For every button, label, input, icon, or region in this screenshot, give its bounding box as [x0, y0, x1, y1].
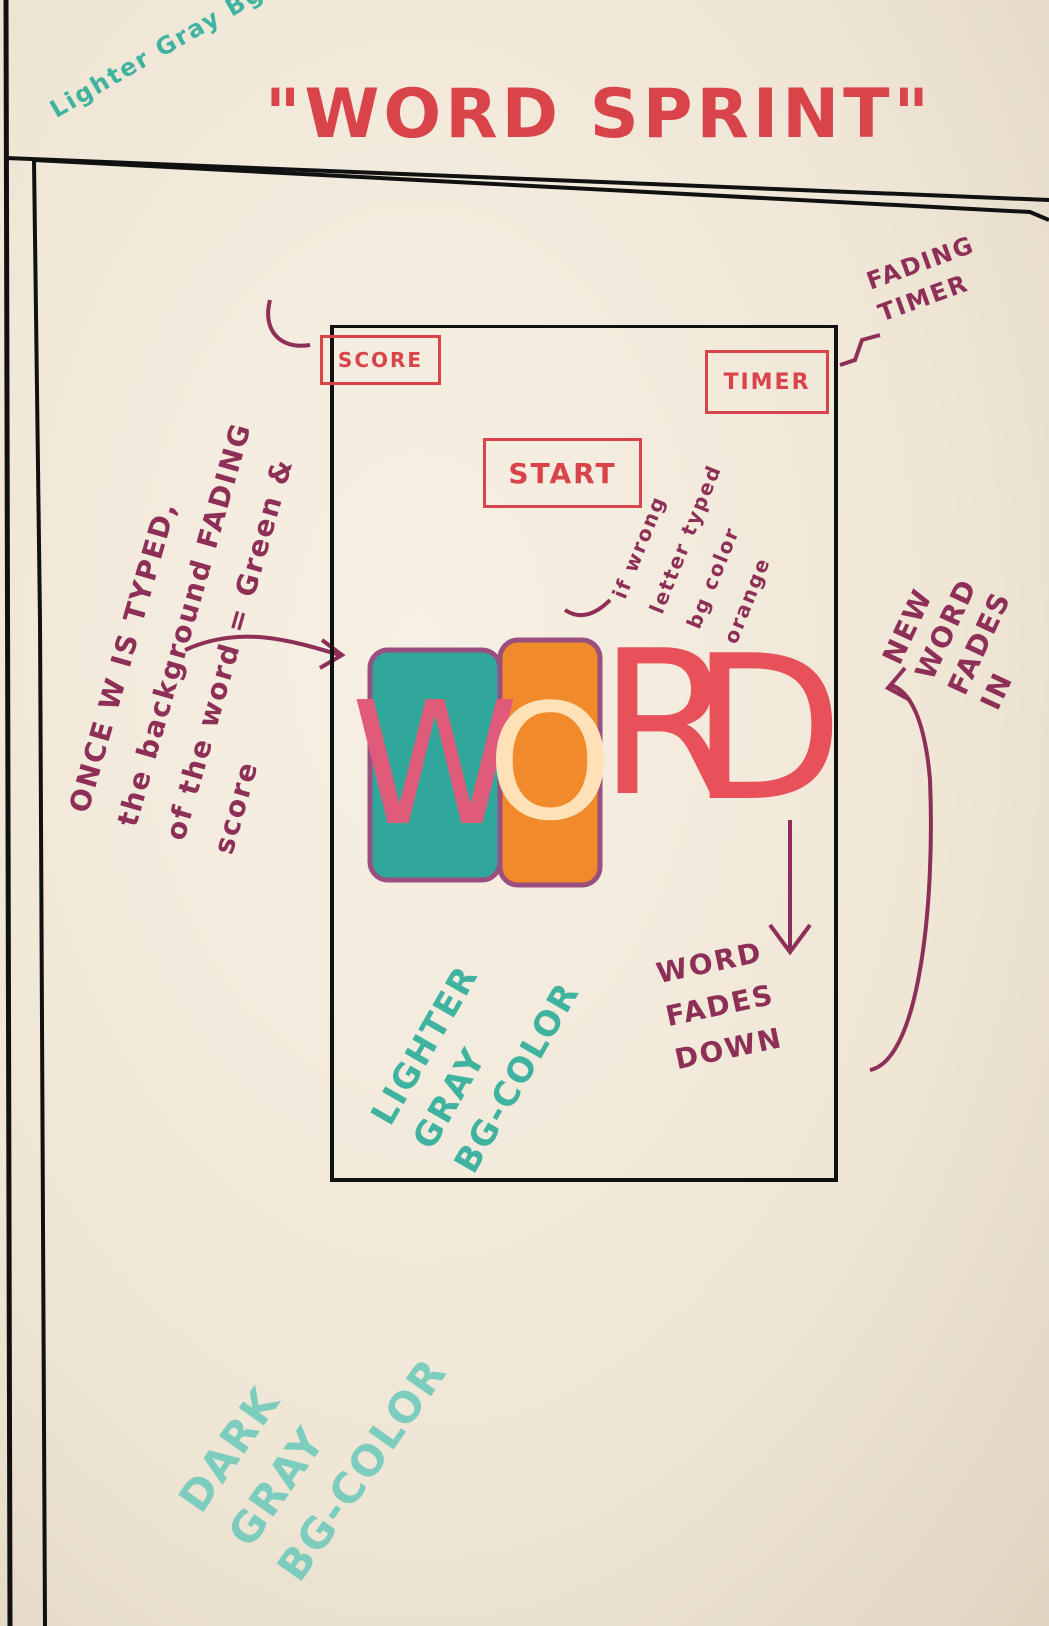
- start-button-label: START: [508, 456, 617, 490]
- app-title: "WORD SPRINT": [265, 75, 933, 154]
- score-label: SCORE: [337, 348, 424, 372]
- word-letter-typed: W: [350, 666, 520, 864]
- start-button[interactable]: START: [483, 438, 642, 508]
- timer-box: TIMER: [705, 350, 829, 414]
- timer-label: TIMER: [723, 369, 811, 395]
- word-letter-wrong: O: [487, 669, 613, 856]
- word-letter-pending: R: [598, 608, 737, 841]
- score-box: SCORE: [320, 335, 441, 385]
- game-screen-frame: [330, 325, 838, 1182]
- word-letter-pending: D: [690, 613, 845, 846]
